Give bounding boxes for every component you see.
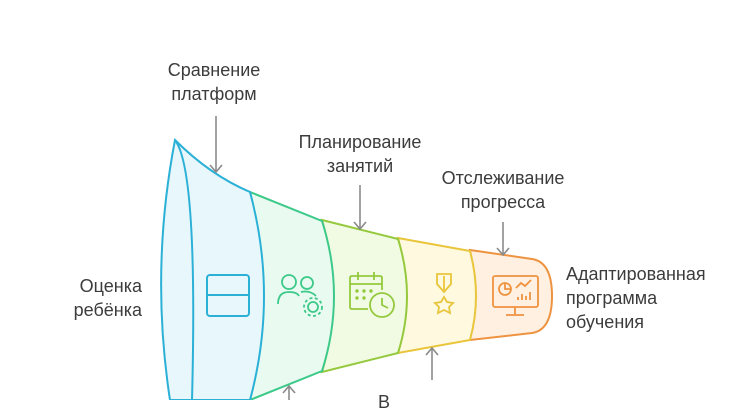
funnel-diagram: Оценка ребёнка Сравнение платформ Планир… [50,58,752,412]
label-platform-comparison: Сравнение платформ [148,58,280,106]
label-line: Адаптированная [566,264,706,284]
funnel-graphic [160,116,554,400]
label-adapted-program: Адаптированная программа обучения [566,262,752,334]
users-gear-icon [277,274,323,317]
analytics-monitor-icon [492,275,539,316]
label-progress-tracking: Отслеживание прогресса [424,166,582,214]
label-line: программа [566,288,658,308]
label-line: Оценка [79,276,142,296]
label-child-assessment: Оценка ребёнка [50,274,142,322]
calendar-clock-icon [349,272,395,318]
arrows [209,116,510,400]
funnel-rim [174,139,195,400]
label-line: занятий [326,156,394,176]
funnel-stage-4 [396,236,477,355]
window-panel-icon [206,274,250,317]
label-line: Планирование [298,132,422,152]
funnel-stage-1 [160,137,265,400]
label-line: ребёнка [73,300,142,320]
label-line: Сравнение [167,60,261,80]
funnel-stage-5 [468,248,554,342]
label-lesson-planning: Планирование занятий [282,130,438,178]
label-line: прогресса [460,192,546,212]
award-medal-icon [433,273,455,315]
label-line: платформ [171,84,257,104]
label-line: Отслеживание [441,168,565,188]
label-bottom-partial: В [378,392,391,412]
label-line: обучения [566,312,645,332]
